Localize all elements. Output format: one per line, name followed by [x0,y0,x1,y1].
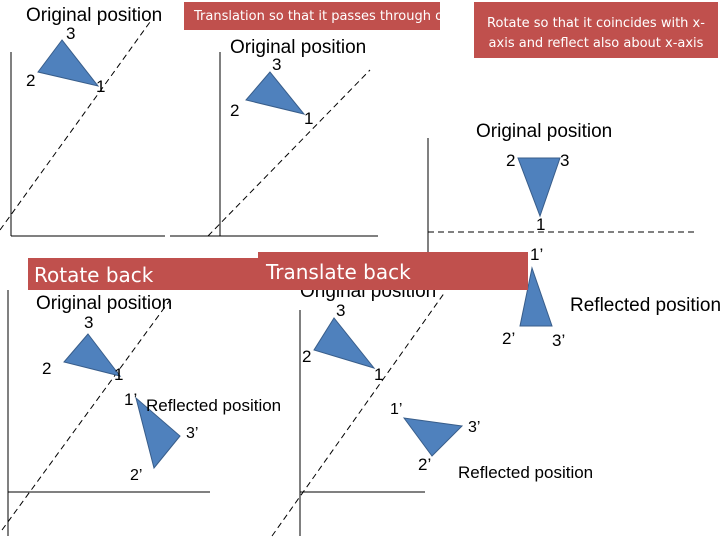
panel4-vertex-3-prime: 3’ [186,425,199,442]
panel4-vertex-2: 2 [42,359,52,378]
triangle-reflected-panel5 [402,417,464,457]
panel3-vertex-3: 3 [560,151,570,170]
panel3-vertex-2: 2 [506,151,516,170]
panel3-title: Original position [476,121,613,142]
step-rotate-reflect-box: Rotate so that it coincides with x-axis … [474,2,718,58]
panel3-vertex-1: 1 [536,215,546,234]
panel4-reflected-label: Reflected position [146,396,282,415]
panel2-vertex-1: 1 [304,109,314,128]
step-rotate-back-box: Rotate back [28,258,268,290]
panel5-vertex-2: 2 [302,347,312,366]
triangle-reflected-panel4 [135,396,181,470]
panel5-vertex-1: 1 [374,365,384,384]
triangle-original-panel3 [517,157,561,218]
panel5-vertex-3: 3 [336,301,346,320]
step-translate-back-box: Translate back [258,252,528,290]
triangle-reflected-panel3 [519,266,553,327]
panel3-vertex-1-prime: 1’ [530,245,544,264]
triangle-original-panel4 [63,333,122,377]
mirror-line-panel1 [0,21,151,231]
panel5-vertex-2-prime: 2’ [418,455,432,474]
mirror-line-panel2 [207,69,371,237]
triangle-original-panel5 [313,317,376,369]
triangle-original-panel1 [37,39,100,87]
panel4-vertex-1: 1 [114,365,124,384]
triangle-original-panel2 [245,71,306,115]
panel3-vertex-3-prime: 3’ [552,331,566,350]
panel2-vertex-2: 2 [230,101,240,120]
panel5-reflected-label: Reflected position [458,463,594,482]
panel3-vertex-2-prime: 2’ [502,329,516,348]
panel2-title: Original position [230,37,367,58]
mirror-line-panel5 [271,291,446,537]
panel1-vertex-2: 2 [26,71,36,90]
panel5-vertex-3-prime: 3’ [468,419,481,436]
panel1-vertex-3: 3 [66,24,76,43]
panel3-reflected-label: Reflected position [570,295,720,316]
step-translate-box: Translation so that it passes through or… [184,2,472,30]
panel4-vertex-3: 3 [84,313,94,332]
panel1-title: Original position [26,5,163,26]
panel4-vertex-1-prime: 1’ [124,390,138,409]
mirror-line-panel4 [1,299,171,531]
panel4-vertex-2-prime: 2’ [130,467,143,484]
panel1-vertex-1: 1 [96,77,106,96]
panel2-vertex-3: 3 [272,55,282,74]
panel5-vertex-1-prime: 1’ [390,401,403,418]
panel4-title: Original position [36,293,173,314]
